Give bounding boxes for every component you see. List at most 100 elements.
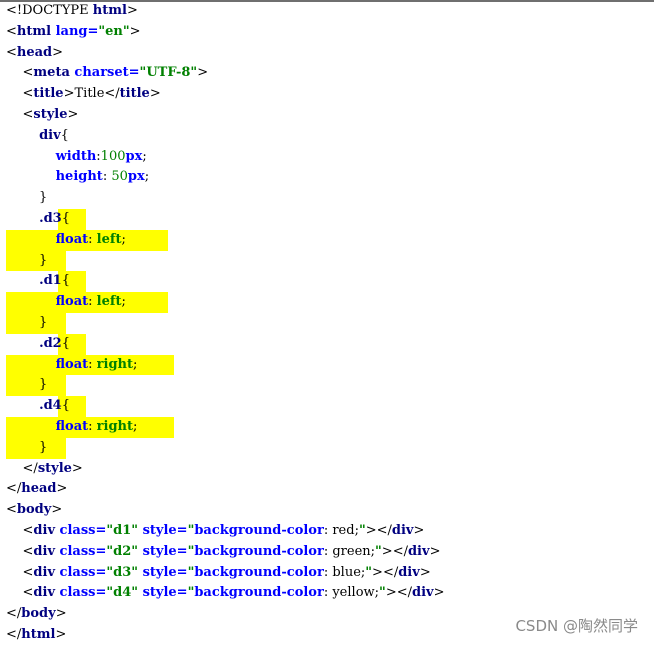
indent (6, 398, 39, 413)
attribute-value: "en" (98, 23, 130, 39)
css-unit: px (125, 148, 143, 164)
doctype-html: html (92, 3, 127, 18)
code-line-2: <html lang="en"> (6, 22, 646, 43)
bracket: > (126, 3, 138, 18)
quote: " (379, 585, 386, 601)
bracket: > (429, 543, 441, 559)
semicolon: ; (121, 294, 126, 310)
bracket: > (55, 606, 67, 622)
bracket: ></ (365, 522, 392, 538)
bracket: < (6, 564, 34, 580)
attribute-value: "d2" (106, 543, 139, 559)
indent (6, 294, 56, 309)
attribute-name: lang= (51, 23, 99, 39)
css-number: 50 (111, 169, 128, 185)
highlight-band (58, 333, 86, 355)
css-selector: .d2 (39, 335, 62, 351)
css-property: float (55, 418, 89, 434)
brace: { (61, 273, 71, 289)
indent (6, 336, 39, 351)
bracket: > (67, 106, 79, 122)
bracket: </ (6, 606, 22, 622)
quote: " (358, 522, 366, 538)
brace: { (60, 127, 69, 143)
code-line-1: <!DOCTYPE html> (6, 1, 646, 22)
tag-name: head (21, 481, 57, 497)
code-line-30: </body> (6, 604, 646, 625)
css-value: left (96, 231, 122, 247)
bracket: < (6, 522, 34, 538)
code-line-11: .d3{ (6, 208, 646, 230)
tag-name: div (411, 585, 434, 601)
bracket: > (56, 481, 68, 497)
css-property: width (55, 148, 97, 164)
attribute-name: style= (138, 543, 188, 559)
attribute-value: "d1" (106, 522, 139, 538)
quote: " (187, 543, 195, 559)
css-selector: .d4 (39, 398, 62, 414)
css-property: background-color (194, 522, 324, 538)
bracket: > (419, 564, 431, 580)
bracket: > (55, 626, 67, 642)
code-line-23: </style> (6, 459, 646, 480)
bracket: > (129, 23, 141, 39)
semicolon: ; (144, 169, 150, 185)
highlight-band (6, 354, 174, 376)
highlight-band (6, 375, 66, 397)
bracket: > (433, 585, 445, 601)
quote: " (187, 585, 195, 601)
code-line-6: <style> (6, 105, 646, 126)
code-line-13: } (6, 250, 646, 272)
code-line-18: float: right; (6, 354, 646, 376)
colon: : (88, 418, 97, 434)
code-line-22: } (6, 437, 646, 459)
tag-name: div (407, 543, 430, 559)
tag-name: body (21, 606, 56, 622)
highlight-band (6, 437, 66, 459)
semicolon: ; (121, 231, 126, 247)
title-text: >Title</ (63, 86, 120, 102)
attribute-name: class= (55, 564, 107, 580)
colon: : (88, 294, 97, 310)
code-line-31: </html> (6, 625, 646, 646)
brace: } (6, 252, 48, 268)
css-value: right (96, 356, 134, 372)
code-line-25: <body> (6, 500, 646, 521)
quote: " (365, 564, 373, 580)
tag-name: div (33, 543, 56, 559)
css-unit: px (127, 169, 145, 185)
tag-name: style (37, 460, 72, 476)
highlight-band (6, 312, 66, 334)
bracket: > (71, 460, 83, 476)
bracket: > (413, 522, 425, 538)
css-inline-value: : green; (323, 543, 376, 559)
highlight-band (58, 271, 86, 293)
code-line-21: float: right; (6, 416, 646, 438)
code-line-7: div{ (6, 126, 646, 147)
tag-name: div (33, 585, 56, 601)
code-line-27: <div class="d2" style="background-color:… (6, 542, 646, 563)
css-inline-value: : blue; (323, 564, 366, 580)
indent (6, 211, 39, 226)
bracket: < (6, 44, 17, 60)
css-property: background-color (194, 543, 324, 559)
quote: " (187, 564, 195, 580)
bracket: < (6, 86, 34, 102)
highlight-band (6, 229, 168, 251)
css-property: background-color (194, 564, 324, 580)
indent (6, 128, 39, 143)
bracket: > (197, 65, 209, 81)
colon: : (88, 356, 97, 372)
css-property: float (55, 294, 89, 310)
indent (6, 419, 56, 434)
css-selector: div (39, 127, 61, 143)
bracket: ></ (381, 543, 408, 559)
tag-name: div (391, 522, 414, 538)
css-property: float (55, 356, 89, 372)
code-block: <!DOCTYPE html> <html lang="en"> <head> … (6, 1, 646, 646)
indent (6, 232, 56, 247)
css-selector: .d3 (39, 210, 62, 226)
bracket: </ (6, 626, 22, 642)
tag-name: div (398, 564, 420, 580)
css-property: height (55, 169, 103, 185)
